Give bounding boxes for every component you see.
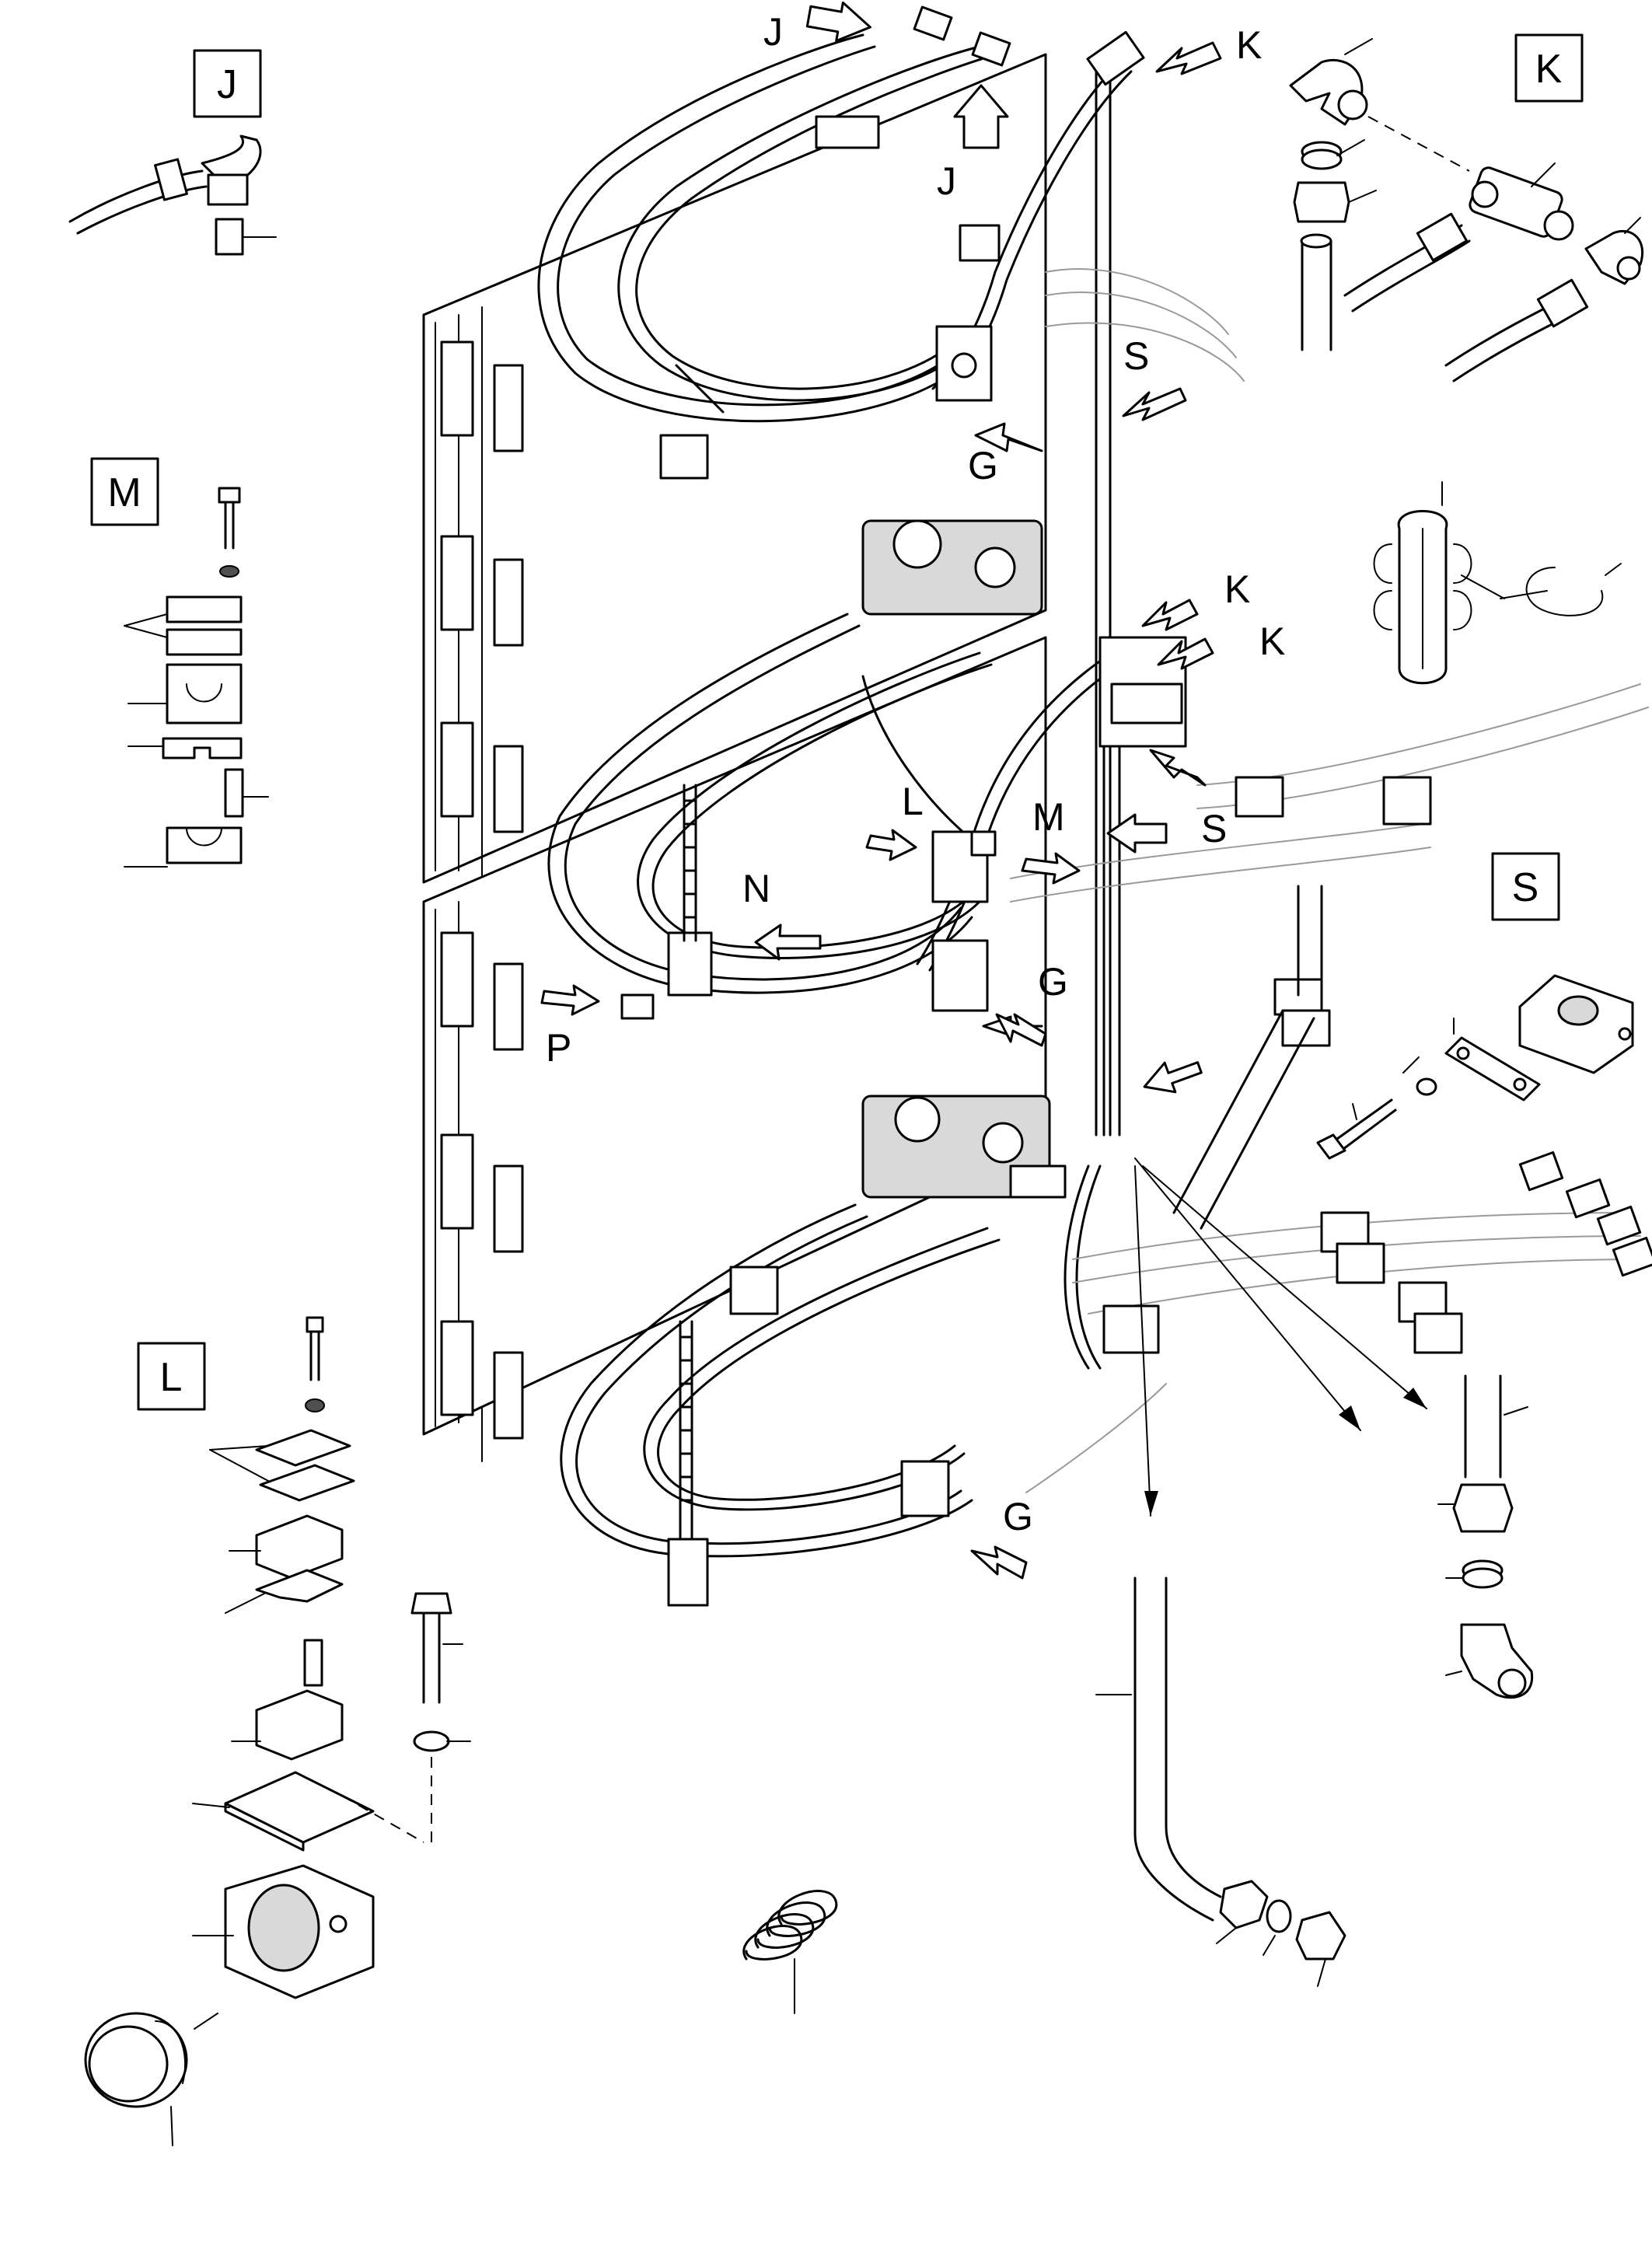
callout-g-top: G: [968, 444, 998, 487]
detail-box-l: [137, 1342, 206, 1411]
callout-l-mid: L: [902, 780, 924, 823]
panel-frame: [422, 53, 1047, 1462]
detail-box-s: [1491, 852, 1560, 921]
detail-box-j: [193, 49, 262, 118]
detail-label-m: M: [107, 470, 141, 515]
hose-sleeve-detail: [1373, 481, 1622, 685]
explode-lines: [1134, 1157, 1427, 1517]
middle-hose-loop: [547, 519, 1649, 1230]
spring-coil-detail: [742, 1890, 838, 2014]
callout-m-mid: M: [1032, 795, 1065, 839]
detail-label-l: L: [160, 1355, 183, 1400]
detail-box-k: [1514, 33, 1584, 103]
callout-s-top: S: [1123, 334, 1149, 378]
callout-k-top: K: [1236, 23, 1262, 67]
callout-p-left: P: [546, 1026, 571, 1070]
upper-hose-loop: [537, 5, 1245, 480]
detail-label-j: J: [217, 62, 237, 107]
lower-hose-loop: [560, 1095, 1652, 1607]
detail-box-m: [90, 457, 159, 526]
detail-l: L: [84, 1316, 471, 2146]
pipe-fittings-detail: [1437, 1374, 1534, 1699]
vertical-rods: [1095, 53, 1121, 1136]
callout-g-bottom: G: [1003, 1495, 1033, 1538]
callout-j-mid: J: [937, 159, 956, 203]
callout-g-mid: G: [1038, 960, 1068, 1004]
bent-tube-detail: [1095, 1576, 1346, 1987]
callout-s-mid: S: [1201, 807, 1227, 850]
detail-label-s: S: [1512, 865, 1539, 910]
detail-s: S: [1316, 852, 1634, 1160]
callout-n-mid: N: [742, 867, 770, 910]
callout-k-mid2: K: [1259, 620, 1285, 663]
flow-arrows: [540, 1, 1222, 1580]
detail-m: M: [90, 457, 269, 868]
callout-j-top: J: [763, 10, 783, 54]
detail-k: K: [1289, 33, 1644, 382]
main-assembly: J J K K K S S G G G L M N P: [422, 1, 1652, 1607]
detail-label-k: K: [1535, 47, 1563, 92]
callout-k-mid1: K: [1224, 567, 1250, 611]
detail-j: J: [68, 49, 277, 256]
callout-labels: J J K K K S S G G G L M N P: [546, 10, 1285, 1538]
